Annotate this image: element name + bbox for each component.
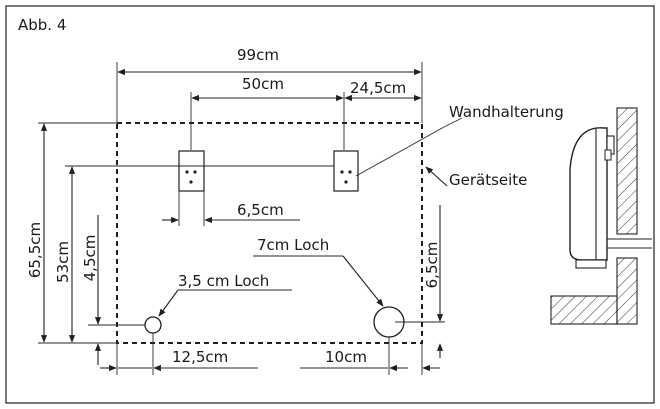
- bracket-right: [333, 150, 359, 192]
- leader-device-side: [425, 166, 448, 187]
- dim-label-total-width: 99cm: [237, 46, 279, 64]
- dim-label-right-hole-offset: 10cm: [325, 348, 367, 366]
- figure-frame: [5, 5, 655, 404]
- label-hole-small: 3,5 cm Loch: [178, 272, 269, 290]
- dim-label-right-hole-height: 6,5cm: [423, 242, 441, 289]
- dim-label-right-offset: 24,5cm: [350, 79, 406, 97]
- dim-label-bracket-height: 53cm: [54, 241, 72, 283]
- label-device-side: Gerätseite: [449, 171, 527, 189]
- device-foot: [575, 259, 607, 269]
- side-view: [550, 107, 652, 325]
- hole-small: [144, 316, 162, 334]
- wall-lower: [616, 257, 638, 325]
- dim-label-bracket-spacing: 50cm: [242, 75, 284, 93]
- label-hole-large: 7cm Loch: [257, 236, 329, 254]
- leader-hole-small: [158, 289, 179, 317]
- dim-label-total-height: 65,5cm: [26, 222, 44, 278]
- leader-hole-large: [342, 255, 384, 307]
- device-outline: [116, 122, 423, 344]
- leader-wall-bracket: [355, 126, 445, 177]
- label-wall-bracket: Wandhalterung: [449, 103, 564, 121]
- dim-label-bracket-width: 6,5cm: [237, 201, 284, 219]
- wall-upper: [616, 107, 638, 235]
- device-body: [569, 127, 608, 261]
- dim-label-left-hole-offset: 12,5cm: [172, 348, 228, 366]
- figure-label: Abb. 4: [18, 16, 66, 34]
- floor: [550, 295, 618, 325]
- bracket-left: [178, 150, 205, 192]
- dim-label-left-hole-height: 4,5cm: [81, 235, 99, 282]
